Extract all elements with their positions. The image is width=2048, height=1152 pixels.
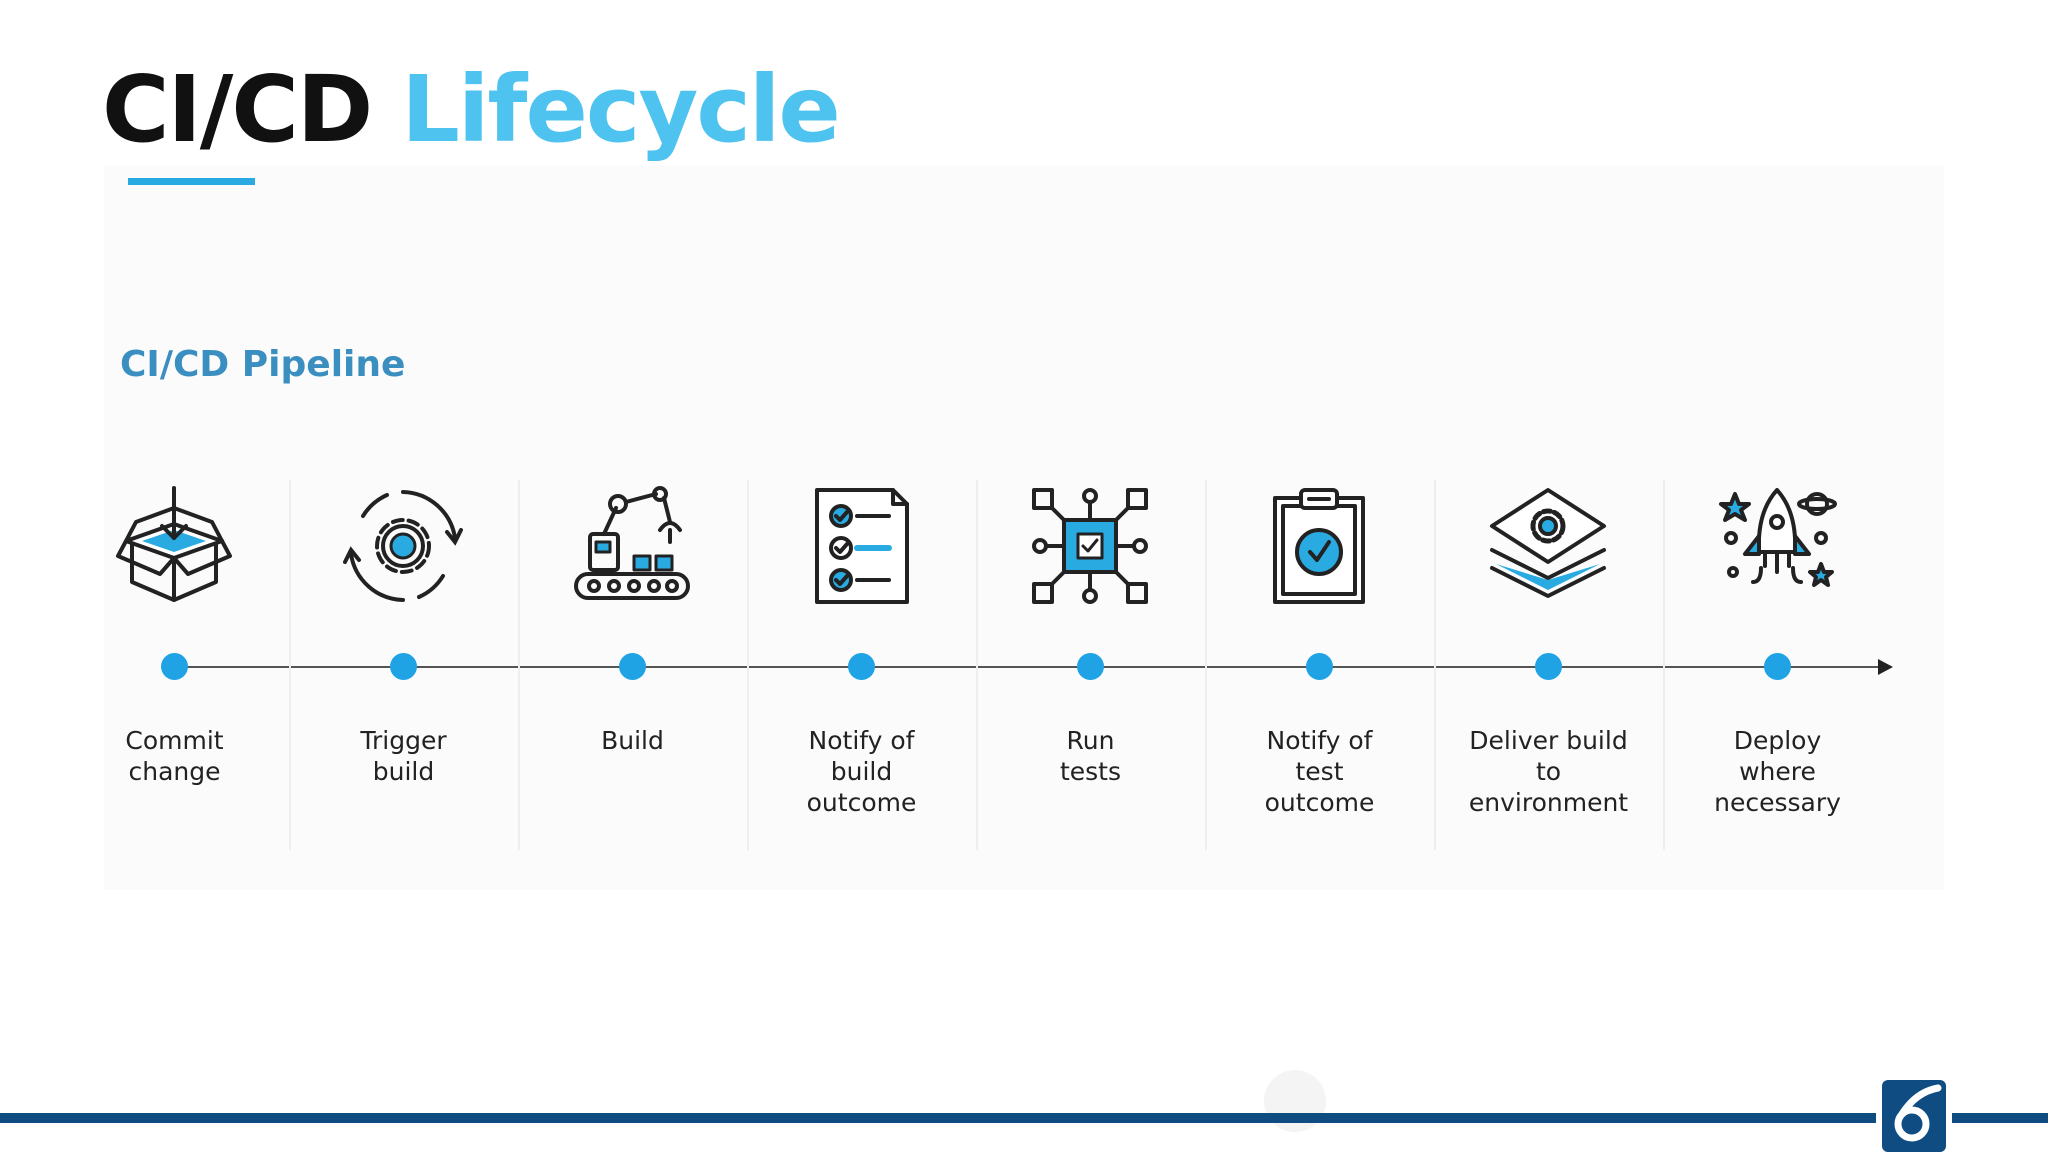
timeline-dot <box>848 653 875 680</box>
title-underline <box>128 178 255 185</box>
timeline-dot <box>1764 653 1791 680</box>
stage-label: Deploy where necessary <box>1714 726 1841 817</box>
company-logo <box>1876 1074 1952 1152</box>
stage-run-tests: Run tests <box>976 480 1205 850</box>
stage-label: Commit change <box>125 726 224 786</box>
gear-cycle-icon <box>343 490 463 602</box>
timeline-dot <box>619 653 646 680</box>
stage-label: Run tests <box>1059 726 1122 786</box>
robot-arm-conveyor-icon <box>574 486 690 600</box>
stage-label: Build <box>601 726 664 755</box>
stage-build: Build <box>518 480 747 850</box>
timeline-dot <box>1077 653 1104 680</box>
stage-label: Notify of test outcome <box>1264 726 1375 817</box>
stage-notify-test-outcome: Notify of test outcome <box>1205 480 1434 850</box>
timeline-arrowhead <box>1878 659 1893 675</box>
rocket-launch-icon <box>1719 488 1837 587</box>
stage-trigger-build: Trigger build <box>289 480 518 850</box>
stage-divider <box>289 480 291 850</box>
stage-label: Notify of build outcome <box>806 726 917 817</box>
stage-divider <box>1205 480 1207 850</box>
timeline-dot <box>390 653 417 680</box>
timeline-dot <box>161 653 188 680</box>
footer-bar <box>0 1113 2048 1123</box>
title-accent-part: Lifecycle <box>401 56 841 163</box>
layers-gear-icon <box>1490 488 1606 598</box>
stage-deploy: Deploy where necessary <box>1663 480 1892 850</box>
timeline-line <box>174 666 1882 668</box>
stage-deliver-build: Deliver build to environment <box>1434 480 1663 850</box>
timeline-dot <box>1535 653 1562 680</box>
stage-divider <box>518 480 520 850</box>
stage-label: Trigger build <box>360 726 447 786</box>
checklist-document-icon <box>815 488 909 604</box>
stage-divider <box>976 480 978 850</box>
stage-commit-change: Commit change <box>60 480 289 850</box>
stage-divider <box>1663 480 1665 850</box>
pipeline-subtitle: CI/CD Pipeline <box>120 344 406 385</box>
timeline-dot <box>1306 653 1333 680</box>
clipboard-check-icon <box>1273 488 1365 604</box>
stage-divider <box>1434 480 1436 850</box>
open-box-icon <box>116 486 232 602</box>
page-title: CI/CD Lifecycle <box>102 56 841 163</box>
stage-label: Deliver build to environment <box>1468 726 1629 817</box>
company-logo-icon <box>1882 1080 1946 1152</box>
circuit-chip-icon <box>1032 488 1148 604</box>
stage-divider <box>747 480 749 850</box>
title-dark-part: CI/CD <box>102 56 373 163</box>
stage-notify-build-outcome: Notify of build outcome <box>747 480 976 850</box>
